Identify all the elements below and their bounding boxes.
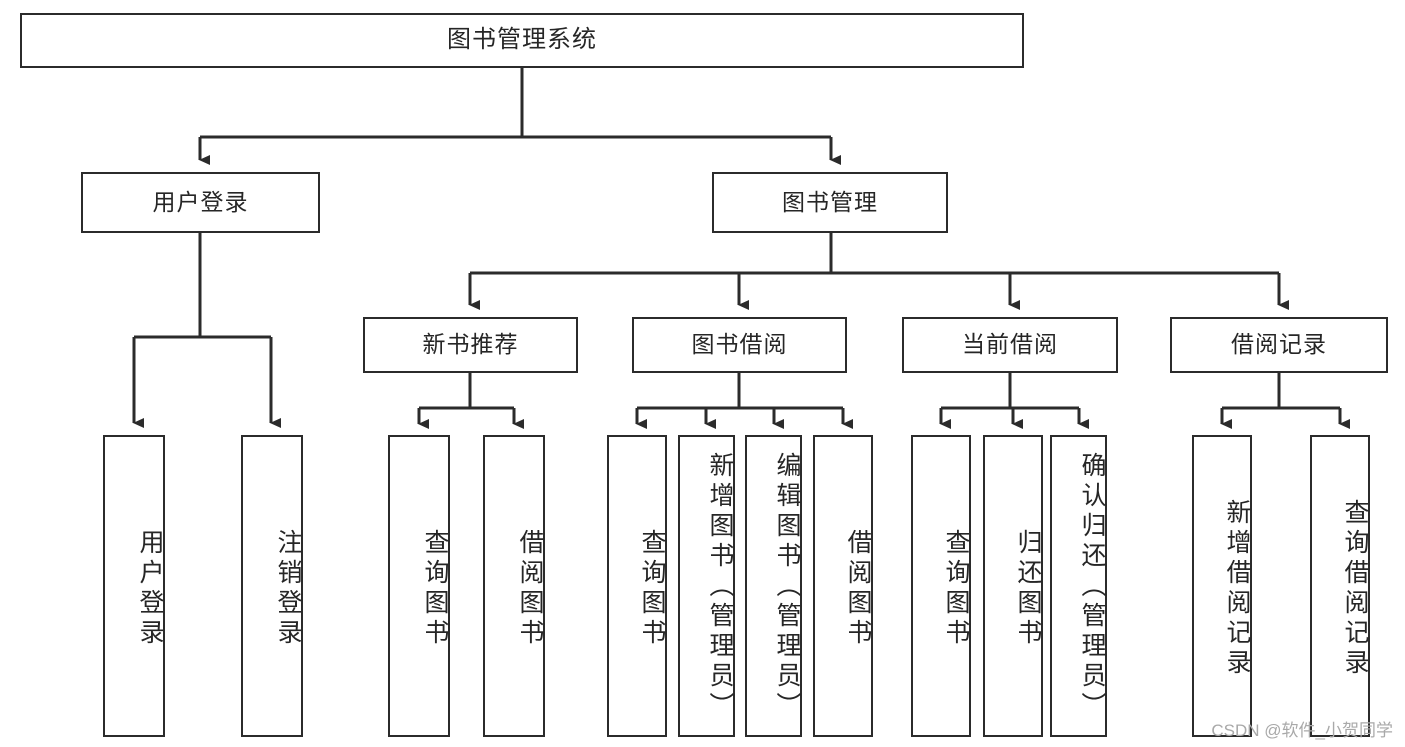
node-leaf-edit-book-label: 编辑图书（管理员） (773, 452, 801, 722)
node-book-manage-label: 图书管理 (782, 188, 878, 215)
node-book-manage[interactable]: 图书管理 (712, 172, 948, 233)
node-root[interactable]: 图书管理系统 (20, 13, 1024, 68)
node-book-borrow-label: 图书借阅 (691, 331, 788, 358)
node-leaf-logout[interactable]: 注销登录 (241, 435, 303, 737)
node-leaf-confirm-return[interactable]: 确认归还（管理员） (1050, 435, 1107, 737)
node-leaf-add-book-label: 新增图书（管理员） (706, 452, 734, 722)
node-leaf-query-book-rec[interactable]: 查询图书 (388, 435, 450, 737)
node-leaf-edit-book[interactable]: 编辑图书（管理员） (745, 435, 802, 737)
node-leaf-user-login[interactable]: 用户登录 (103, 435, 165, 737)
node-borrow-record[interactable]: 借阅记录 (1170, 317, 1388, 373)
watermark: CSDN @软件_小贺同学 (1211, 721, 1393, 740)
node-leaf-return-book[interactable]: 归还图书 (983, 435, 1043, 737)
node-borrow-record-label: 借阅记录 (1231, 331, 1327, 358)
node-leaf-borrow-book-rec[interactable]: 借阅图书 (483, 435, 545, 737)
node-current-borrow-label: 当前借阅 (962, 331, 1058, 358)
node-leaf-query-record[interactable]: 查询借阅记录 (1310, 435, 1370, 737)
node-book-borrow[interactable]: 图书借阅 (632, 317, 847, 373)
node-leaf-borrow-book-label: 借阅图书 (844, 529, 872, 649)
node-root-label: 图书管理系统 (447, 26, 597, 54)
node-leaf-query-record-label: 查询借阅记录 (1341, 499, 1369, 679)
node-leaf-logout-label: 注销登录 (274, 529, 302, 649)
node-leaf-return-book-label: 归还图书 (1014, 529, 1042, 649)
node-new-book-recommend-label: 新书推荐 (422, 331, 519, 358)
node-leaf-query-book-borrow-label: 查询图书 (638, 529, 666, 649)
node-leaf-query-book-cur[interactable]: 查询图书 (911, 435, 971, 737)
node-leaf-borrow-book[interactable]: 借阅图书 (813, 435, 873, 737)
node-user-login[interactable]: 用户登录 (81, 172, 320, 233)
node-leaf-add-record-label: 新增借阅记录 (1223, 499, 1251, 679)
node-leaf-query-book-cur-label: 查询图书 (942, 529, 970, 649)
node-new-book-recommend[interactable]: 新书推荐 (363, 317, 578, 373)
node-leaf-add-book[interactable]: 新增图书（管理员） (678, 435, 735, 737)
node-leaf-confirm-return-label: 确认归还（管理员） (1078, 452, 1106, 722)
node-leaf-add-record[interactable]: 新增借阅记录 (1192, 435, 1252, 737)
node-leaf-query-book-borrow[interactable]: 查询图书 (607, 435, 667, 737)
node-leaf-query-book-rec-label: 查询图书 (421, 529, 449, 649)
node-current-borrow[interactable]: 当前借阅 (902, 317, 1118, 373)
node-user-login-label: 用户登录 (152, 188, 249, 215)
node-leaf-borrow-book-rec-label: 借阅图书 (516, 529, 544, 649)
node-leaf-user-login-label: 用户登录 (136, 529, 164, 649)
